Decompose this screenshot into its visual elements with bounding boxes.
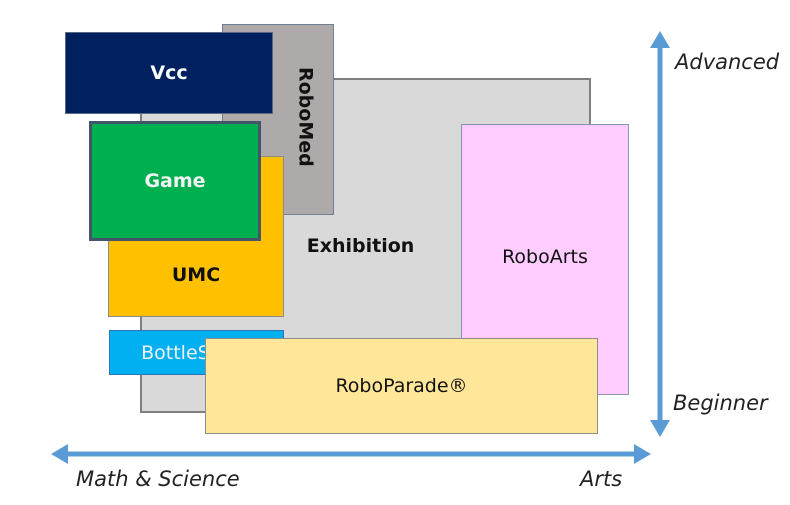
roboparade-block: RoboParade® (205, 338, 598, 434)
arrowhead-left-icon (51, 444, 68, 464)
arrowhead-right-icon (634, 444, 651, 464)
axis-label-math-science: Math & Science (76, 467, 240, 491)
umc-label: UMC (171, 264, 221, 286)
axis-label-advanced: Advanced (675, 50, 780, 74)
arrowhead-down-icon (650, 420, 670, 437)
arrowhead-up-icon (650, 31, 670, 48)
roboparade-label: RoboParade® (335, 375, 468, 397)
axis-label-arts: Arts (580, 467, 623, 491)
axis-label-beginner: Beginner (673, 391, 768, 415)
robomed-label: RoboMed (294, 67, 317, 167)
game-block: Game (89, 121, 261, 241)
exhibition-label: Exhibition (306, 234, 415, 257)
vcc-label: Vcc (150, 62, 188, 84)
vcc-block: Vcc (65, 32, 273, 114)
roboarts-label: RoboArts (502, 245, 588, 268)
game-label: Game (144, 170, 206, 192)
